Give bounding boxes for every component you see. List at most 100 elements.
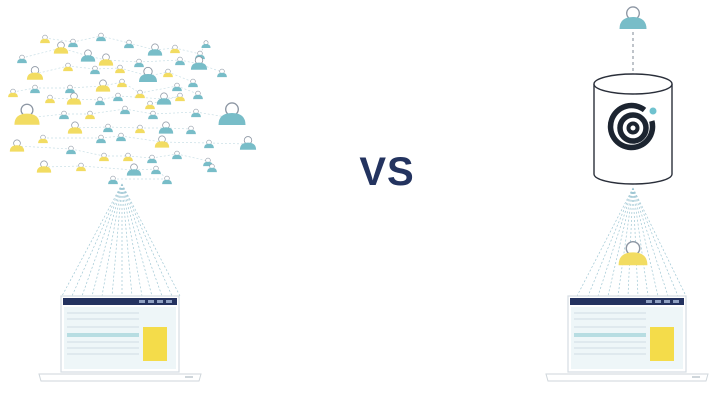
beam-line xyxy=(576,187,634,297)
beam-line xyxy=(121,183,173,297)
cylinder-top xyxy=(593,73,673,95)
connection-line xyxy=(100,35,130,44)
person-icon xyxy=(103,123,113,133)
laptop-title-bar xyxy=(570,298,684,305)
connection-line xyxy=(152,111,197,115)
beam-line xyxy=(111,183,123,297)
person-icon xyxy=(207,163,217,173)
person-icon xyxy=(9,139,25,152)
person-icon xyxy=(14,103,40,125)
person-icon xyxy=(134,58,144,68)
person-icon xyxy=(147,43,163,56)
person-icon xyxy=(190,56,208,70)
person-icon xyxy=(172,150,182,160)
connection-line xyxy=(127,155,153,159)
vs-label: VS xyxy=(359,150,415,194)
person-icon xyxy=(618,240,648,266)
beam-line xyxy=(71,183,123,297)
person-icon xyxy=(68,38,78,48)
person-icon xyxy=(158,121,174,134)
content-yellow-block xyxy=(650,327,674,361)
content-line xyxy=(574,341,646,343)
person-icon xyxy=(95,79,111,92)
person-icon xyxy=(148,110,158,120)
person-icon xyxy=(113,92,123,102)
laptop-base xyxy=(545,373,709,382)
person-icon xyxy=(63,62,73,72)
person-icon xyxy=(154,135,170,148)
person-icon xyxy=(96,134,106,144)
person-icon xyxy=(95,96,105,106)
left-crowd-connections xyxy=(12,35,249,180)
connection-line xyxy=(99,95,119,101)
person-icon xyxy=(193,90,203,100)
connection-line xyxy=(124,108,154,115)
person-icon xyxy=(36,160,52,173)
connection-line xyxy=(69,85,104,89)
person-icon xyxy=(85,110,95,120)
beam-line xyxy=(121,183,153,297)
beam-line xyxy=(587,187,634,297)
content-highlight-line xyxy=(67,333,139,337)
connection-line xyxy=(74,126,109,129)
connection-line xyxy=(154,47,176,51)
laptop-window-button xyxy=(664,300,670,303)
laptop-indicator xyxy=(185,376,193,378)
beam-line xyxy=(121,183,181,297)
connection-line xyxy=(72,35,102,43)
person-icon xyxy=(76,162,86,172)
connection-line xyxy=(128,42,156,51)
right-laptop-icon xyxy=(545,295,709,382)
content-highlight-line xyxy=(574,333,646,337)
right-users xyxy=(618,6,648,266)
left-data-beams xyxy=(61,183,181,297)
person-icon xyxy=(99,152,109,162)
laptop-base xyxy=(38,373,202,382)
content-yellow-block xyxy=(143,327,167,361)
person-icon xyxy=(67,121,83,134)
person-icon xyxy=(162,175,172,185)
connection-line xyxy=(70,148,105,157)
person-icon xyxy=(147,154,157,164)
beam-line xyxy=(632,187,687,297)
connection-line xyxy=(44,37,74,43)
laptop-indicator xyxy=(692,376,700,378)
connection-line xyxy=(80,165,135,171)
person-icon xyxy=(30,84,40,94)
connection-line xyxy=(138,59,181,63)
beam-line xyxy=(91,183,123,297)
connection-line xyxy=(120,135,163,143)
person-icon xyxy=(163,68,173,78)
content-line xyxy=(67,347,139,349)
connection-line xyxy=(100,135,122,139)
connection-line xyxy=(149,95,181,105)
beam-line xyxy=(121,183,143,297)
person-icon xyxy=(217,68,227,78)
connection-line xyxy=(161,141,210,144)
right-data-beams xyxy=(576,187,687,297)
person-icon xyxy=(186,125,196,135)
person-icon xyxy=(191,108,201,118)
content-line xyxy=(67,353,139,355)
left-user-crowd xyxy=(8,32,257,185)
person-icon xyxy=(135,124,145,134)
content-line xyxy=(67,312,139,314)
laptop-window-button xyxy=(139,300,145,303)
person-icon xyxy=(151,165,161,175)
person-icon xyxy=(239,136,257,150)
person-icon xyxy=(188,78,198,88)
connection-line xyxy=(21,47,62,59)
connection-line xyxy=(208,142,249,145)
person-icon xyxy=(175,92,185,102)
person-icon xyxy=(175,56,185,66)
connection-line xyxy=(105,59,140,63)
connection-line xyxy=(139,85,178,94)
connection-line xyxy=(43,165,82,168)
person-icon xyxy=(40,34,50,44)
person-icon xyxy=(218,102,246,125)
connection-line xyxy=(67,65,96,70)
laptop-window-button xyxy=(148,300,154,303)
person-icon xyxy=(80,49,96,62)
